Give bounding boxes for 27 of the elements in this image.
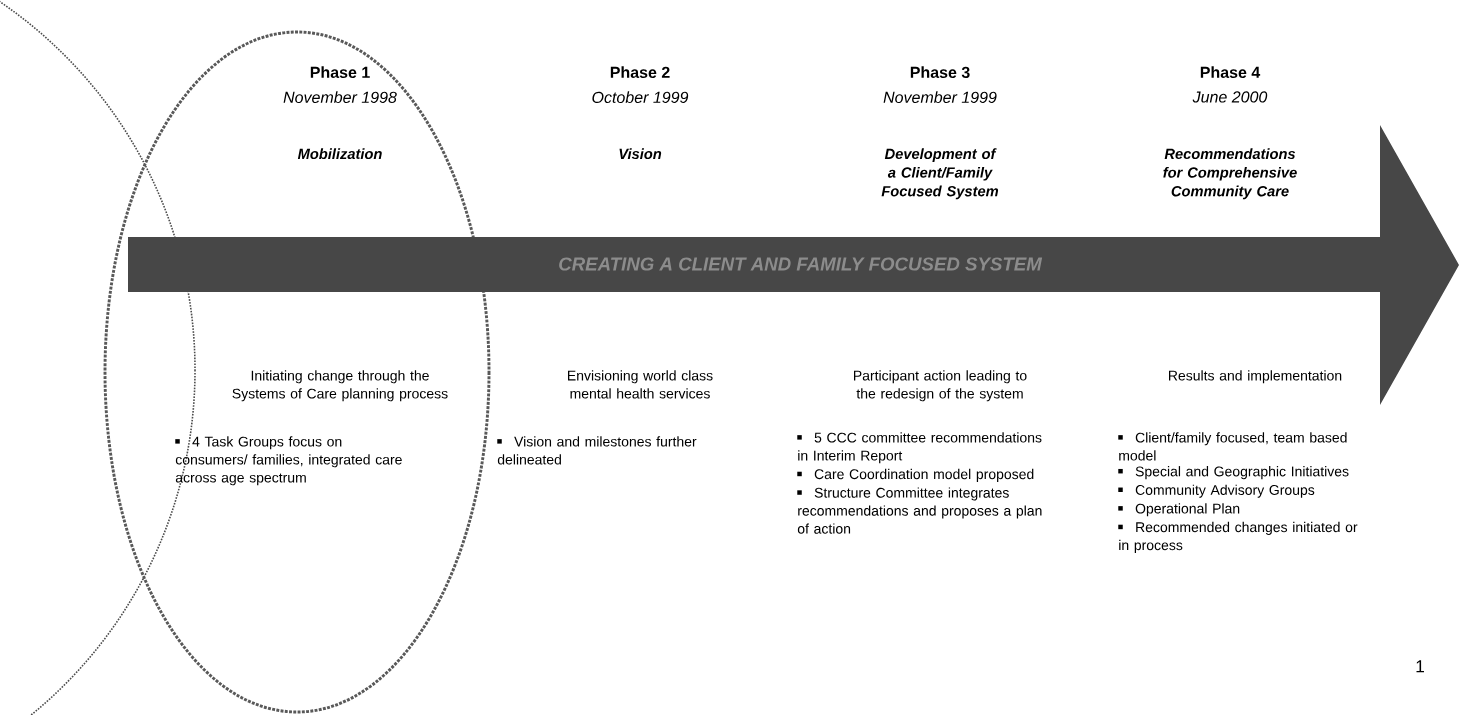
bullet-item: 5 CCC committee recommendations in Interim Report [797,432,1042,464]
bullet-item: Recommended changes initiated or in process [1118,521,1358,553]
bullet-item: Structure Committee integrates recommendations and proposes a plan of action [797,487,1042,534]
bullet-item: 4 Task Groups focus on consumers/ families, integrated care across age spectrum [175,436,402,486]
bullet-item: Special and Geographic Initiatives [1118,466,1349,480]
bullet-item: Vision and milestones further delineated [497,436,697,465]
phase-title: Recommendations for Comprehensive Community Care [1163,148,1297,200]
phase-heading: Phase 3 [910,66,970,79]
phase-date: October 1999 [592,91,689,103]
phase-date: November 1998 [283,91,397,103]
phase-heading: Phase 1 [310,66,370,78]
phase-description: Results and implementation [1169,370,1342,384]
bullet-item: Client/family focused, team based model [1118,432,1347,461]
bullet-item: Community Advisory Groups [1118,484,1315,498]
phase-title: Development of a Client/Family Focused System [881,148,999,200]
phase-heading: Phase 4 [1200,66,1261,78]
page-number: 1 [1416,660,1424,673]
phase-title: Vision [619,148,662,160]
phase-date: June 2000 [1192,91,1268,103]
phase-heading: Phase 2 [610,66,670,78]
phase-description: Initiating change through the Systems of Care planning process [232,370,448,402]
phase-description: Envisioning world class mental health services [568,370,713,399]
phase-date: November 1999 [883,91,997,103]
bullet-item: Care Coordination model proposed [797,468,1034,482]
phase-title: Mobilization [297,148,382,160]
phase-description: Participant action leading to the redesign of the system [854,370,1027,402]
bullet-item: Operational Plan [1118,503,1240,517]
